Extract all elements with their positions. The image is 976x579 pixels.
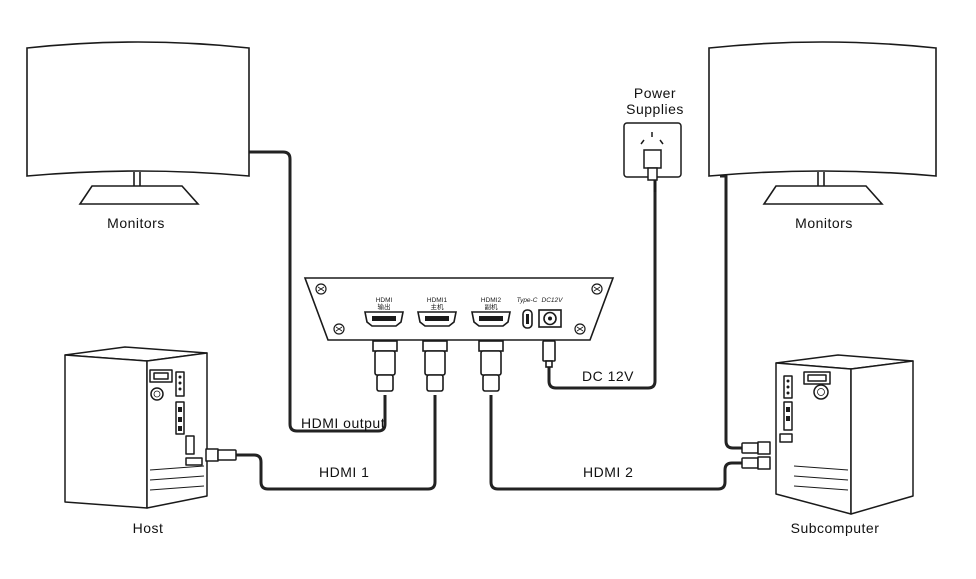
label-monitors-left: Monitors — [107, 215, 165, 231]
power-outlet — [623, 122, 682, 192]
plug-hdmi-2 — [478, 340, 504, 392]
cables — [236, 150, 742, 491]
monitor-right — [708, 41, 937, 205]
cable-hdmi-2 — [489, 395, 742, 491]
cable-hdmi-output — [249, 150, 387, 433]
plug-dc — [542, 340, 556, 368]
label-power-line2: Supplies — [626, 101, 684, 117]
kvm-switch-box: HDMI 输出 HDMI1 主机 HDMI2 副机 Type-C DC12V — [303, 277, 615, 341]
port-label-hdmi1-2: 主机 — [431, 302, 445, 311]
port-label-typec: Type-C — [517, 297, 538, 304]
label-hdmi-2: HDMI 2 — [583, 464, 634, 480]
label-subcomputer: Subcomputer — [790, 520, 880, 536]
port-label-hdmi1-1: HDMI1 — [427, 297, 448, 304]
label-hdmi-1: HDMI 1 — [319, 464, 370, 480]
cable-dc-12v — [547, 190, 657, 390]
port-label-hdmi-out-1: HDMI — [376, 297, 393, 304]
label-dc-12v: DC 12V — [582, 368, 635, 384]
port-label-hdmi2-1: HDMI2 — [481, 297, 502, 304]
port-type-c — [522, 309, 533, 329]
plug-hdmi-1 — [422, 340, 448, 392]
label-power-line1: Power — [633, 85, 677, 101]
port-label-hdmi-out-2: 输出 — [378, 302, 391, 311]
subcomputer-tower — [741, 354, 914, 515]
plug-hdmi-output — [372, 340, 398, 392]
cable-hdmi-1 — [236, 395, 437, 491]
host-tower — [64, 346, 237, 509]
cable-right-monitor — [720, 174, 742, 450]
label-hdmi-output: HDMI output — [301, 415, 386, 431]
port-label-dc: DC12V — [542, 297, 564, 304]
hdmi-plugs — [372, 340, 556, 392]
port-hdmi-output — [364, 311, 404, 327]
port-hdmi-2 — [471, 311, 511, 327]
port-dc-12v — [538, 309, 562, 328]
label-monitors-right: Monitors — [795, 215, 853, 231]
port-label-hdmi2-2: 副机 — [485, 302, 499, 311]
label-host: Host — [132, 520, 164, 536]
port-hdmi-1 — [417, 311, 457, 327]
monitor-left — [26, 41, 250, 205]
